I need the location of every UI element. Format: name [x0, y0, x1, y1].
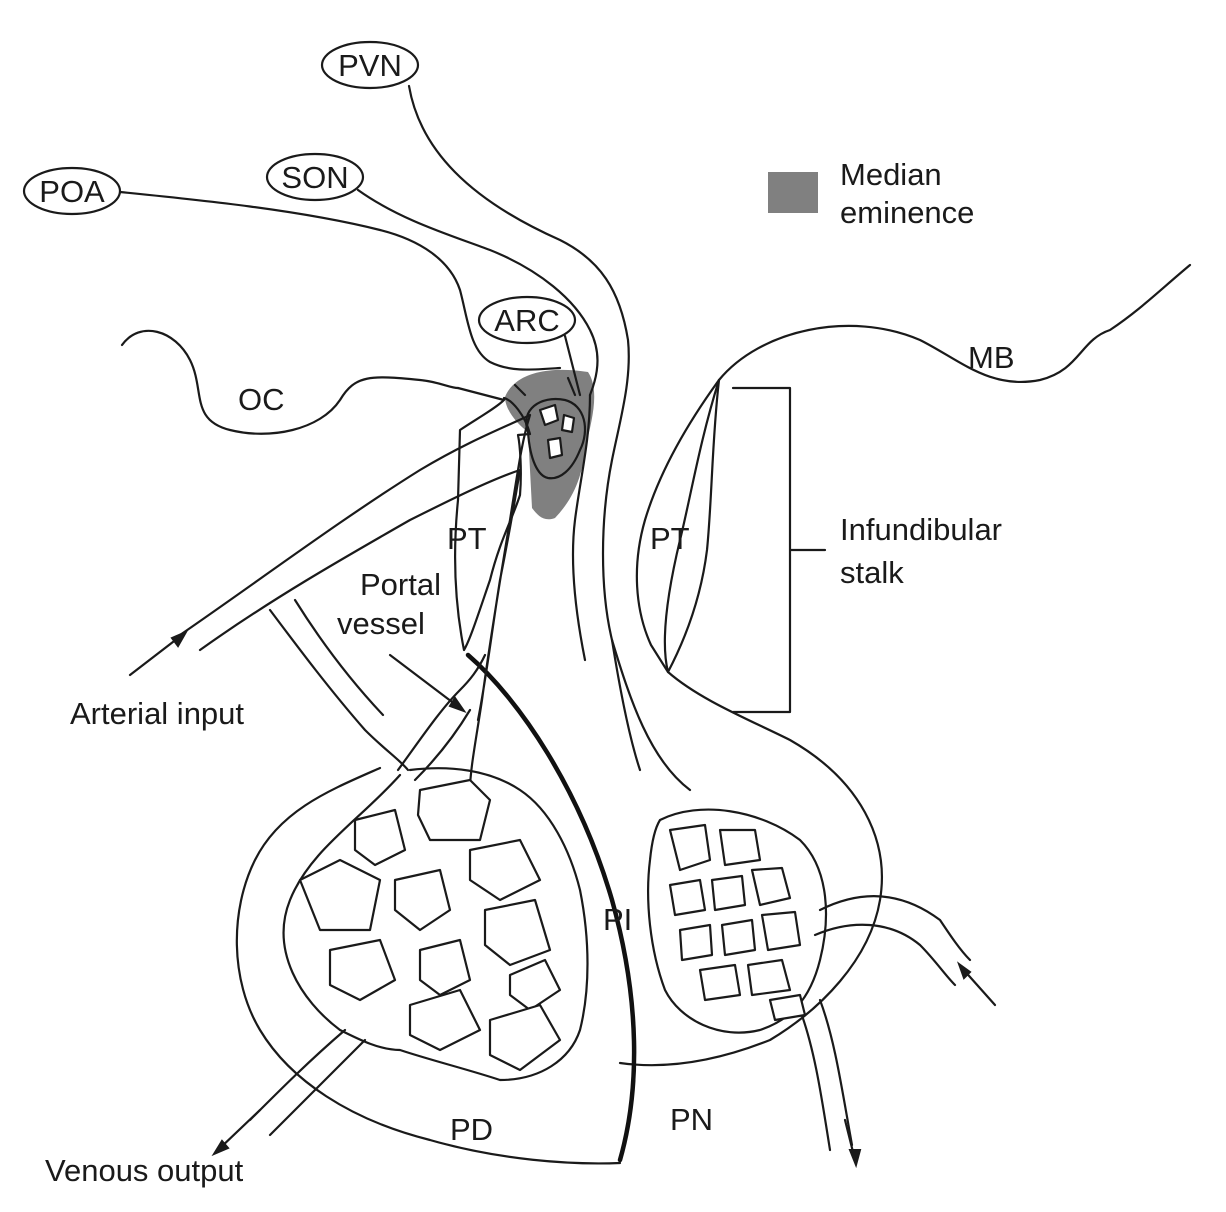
arterial-input-arrow [128, 629, 189, 677]
arc-nucleus [477, 295, 577, 345]
pvn-nucleus [320, 40, 420, 90]
pn-capillary-network [647, 808, 828, 1034]
pvn-tract-inner [571, 393, 592, 662]
pn-venous-outlet [798, 998, 854, 1152]
gland-left-boundary [235, 766, 622, 1165]
portal-line2: vessel [337, 606, 425, 641]
venous-output-label: Venous output [45, 1153, 244, 1188]
infundibular-bracket [731, 386, 827, 714]
stalk-right-boundary [618, 378, 883, 1067]
pn-arterial-inlet [813, 895, 972, 987]
infundibular-line2: stalk [840, 555, 904, 590]
portal-vessel-arrow [388, 653, 467, 713]
stalk-pn-line [610, 638, 692, 792]
pn-capillary-cells [668, 823, 807, 1022]
poa-tract [118, 190, 562, 371]
pd-label: PD [450, 1112, 493, 1147]
venous-output-arrow [211, 1108, 262, 1157]
mb-label: MB [968, 340, 1015, 375]
arc-tract-2 [513, 376, 577, 397]
portal-branch-right [396, 653, 487, 782]
infundibular-line1: Infundibular [840, 512, 1002, 547]
son-nucleus [265, 152, 365, 202]
pars-tuberalis-left-region [454, 386, 532, 652]
legend-line2: eminence [840, 195, 974, 230]
pn-label: PN [670, 1102, 713, 1137]
pars-intermedia-divider [465, 652, 637, 1163]
midbrain-outline [717, 263, 1192, 383]
portal-line1: Portal [360, 567, 441, 602]
portal-branch-left [268, 598, 410, 772]
poa-nucleus [22, 166, 122, 216]
oc-label: OC [238, 382, 285, 417]
arc-label: ARC [494, 303, 559, 338]
pvn-label: PVN [338, 48, 402, 83]
pn-arterial-arrow [956, 961, 997, 1007]
son-tract [356, 188, 599, 397]
pt-left-label: PT [447, 521, 487, 556]
poa-label: POA [39, 174, 105, 209]
portal-vessel-main [178, 413, 532, 792]
legend-swatch [768, 172, 818, 213]
pn-venous-arrow [843, 1118, 862, 1169]
pt-right-label: PT [650, 521, 690, 556]
optic-chiasm-outline [120, 329, 460, 435]
legend-line1: Median [840, 157, 942, 192]
pd-capillary-network [282, 767, 589, 1082]
arc-tract [563, 334, 582, 397]
median-eminence-loops [525, 397, 587, 480]
pd-capillary-cells [298, 778, 562, 1072]
arterial-input-label: Arterial input [70, 696, 244, 731]
pi-label: PI [603, 902, 632, 937]
son-label: SON [281, 160, 348, 195]
